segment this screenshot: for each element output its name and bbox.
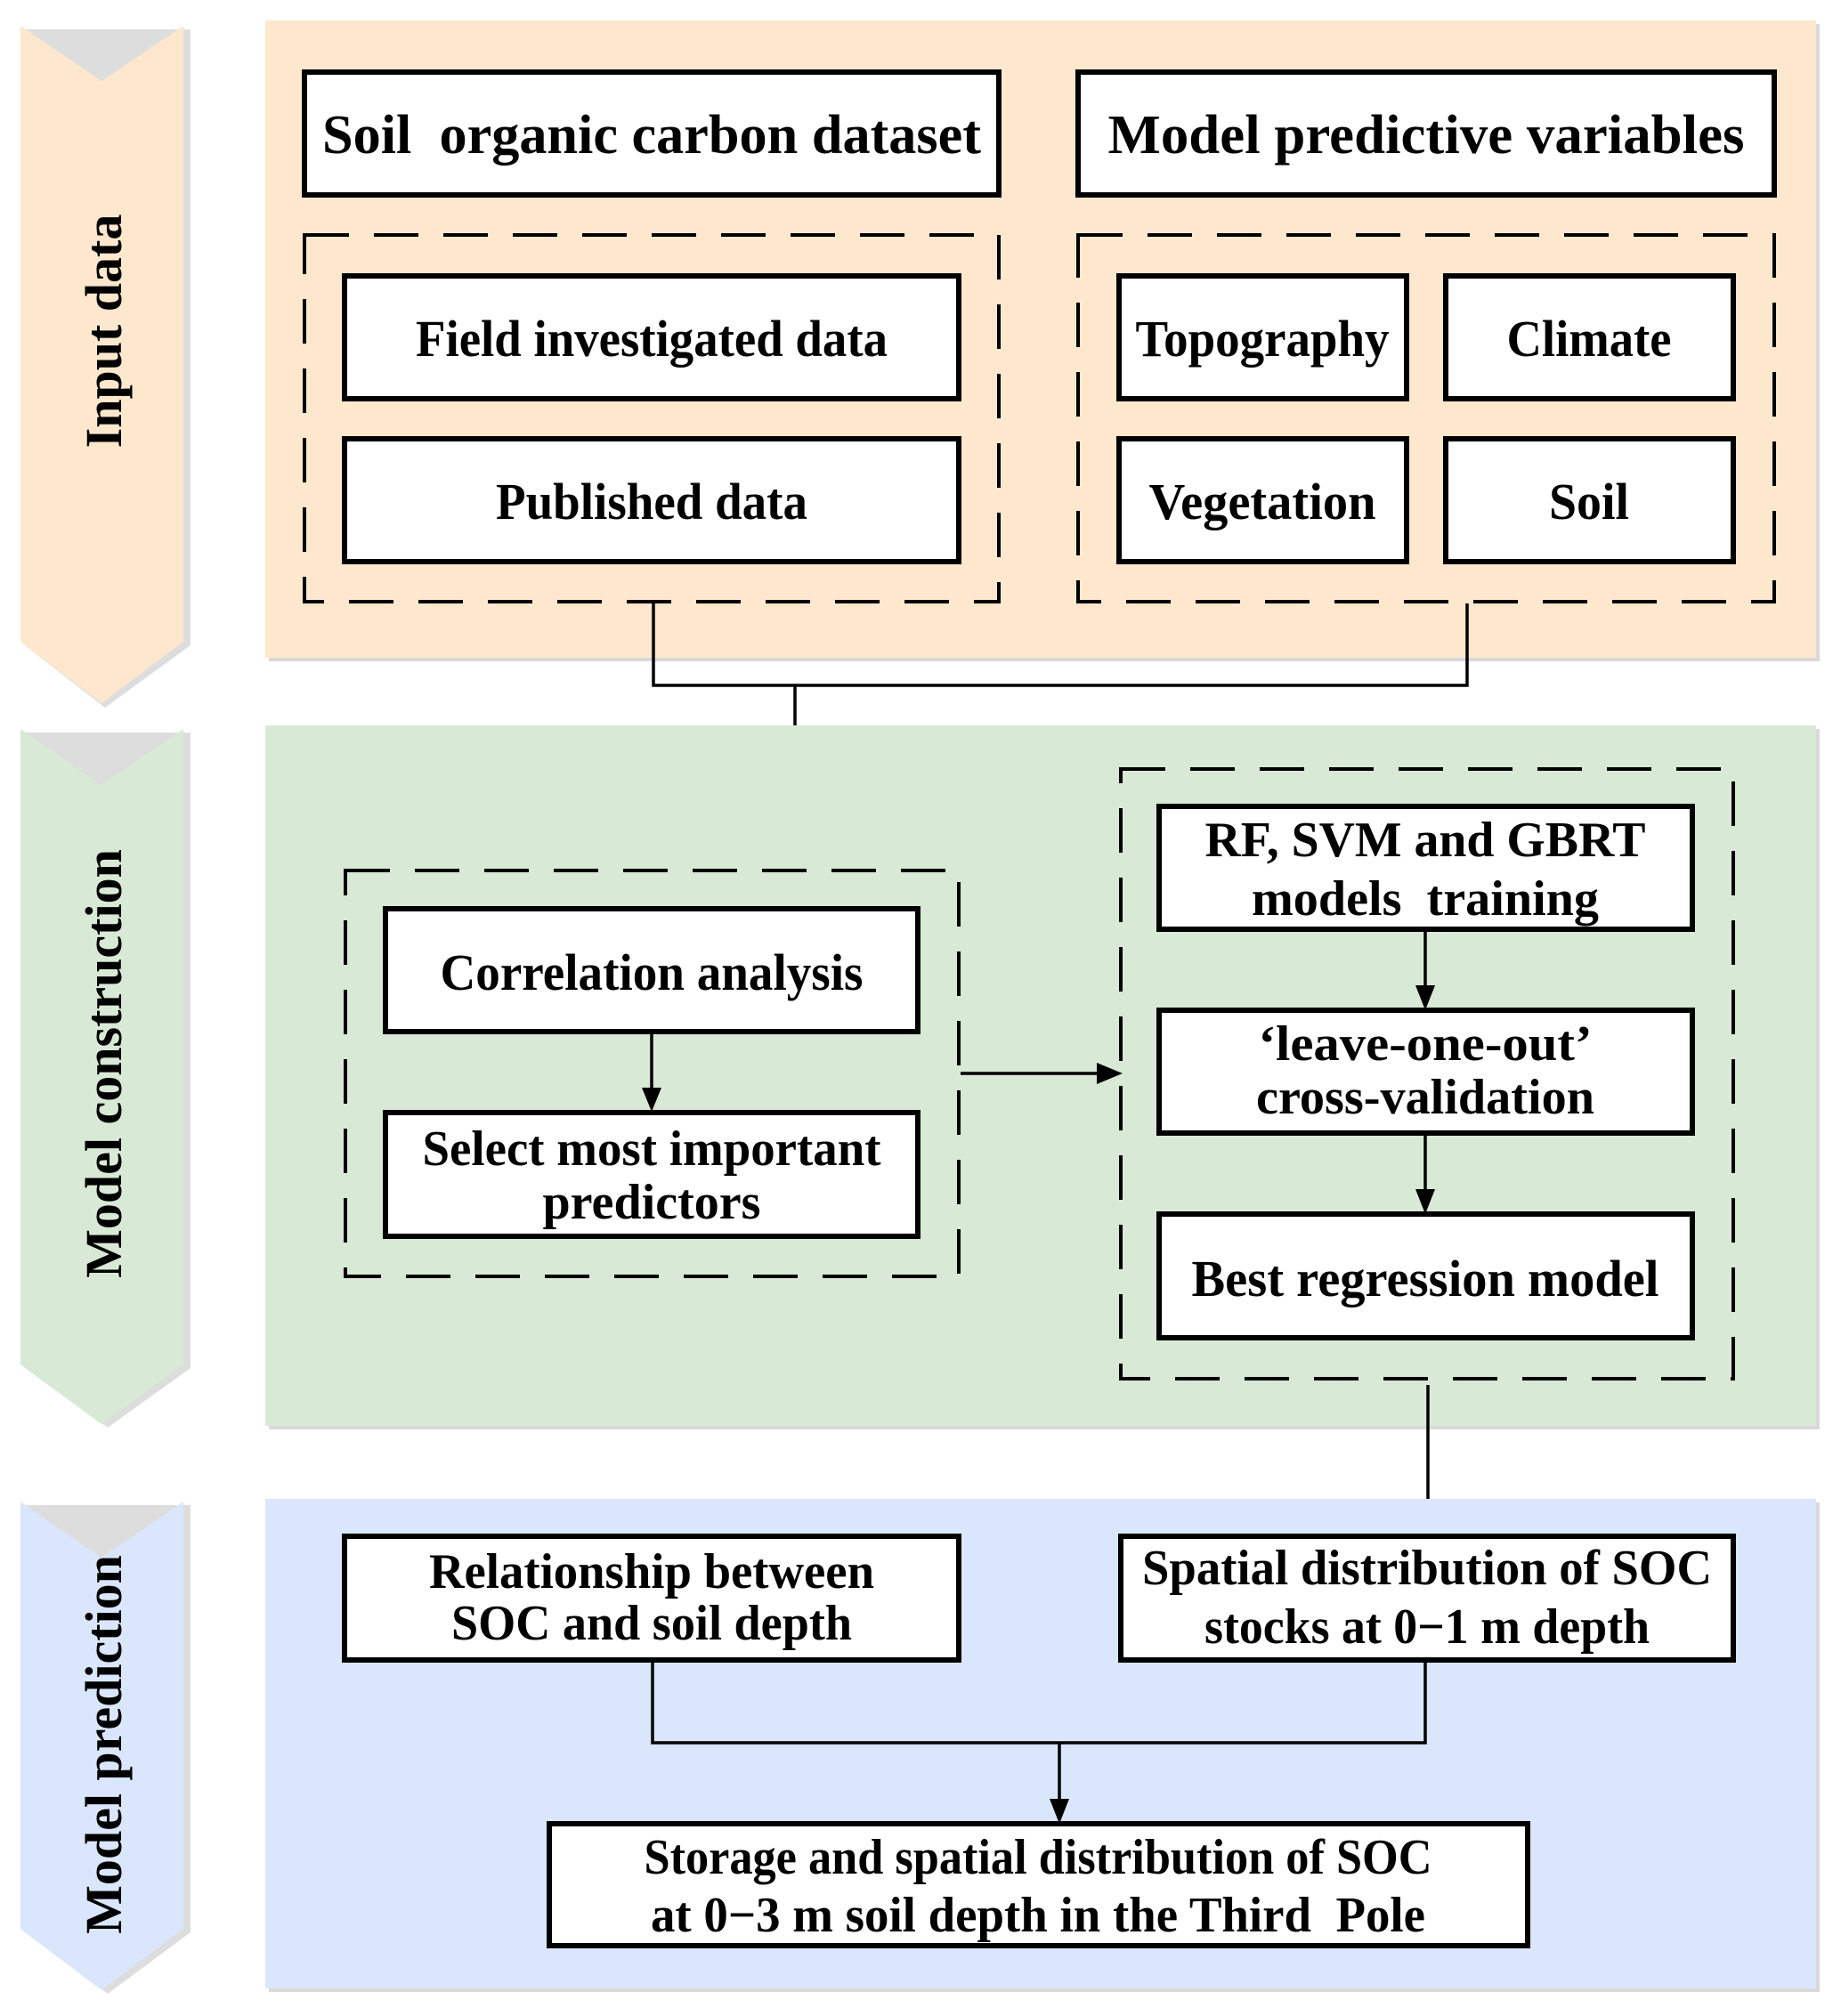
connector-to-storage (651, 1660, 1427, 1824)
stage-construction: Model construction Correlation analysis … (20, 725, 1820, 1429)
stage-arrow-construction (20, 729, 183, 1424)
arrow-selection-to-training (961, 1063, 1123, 1084)
field-data-label: Field investigated data (416, 310, 888, 368)
storage-box: Storage and spatial distribution of SOC … (547, 1821, 1530, 1948)
variable-label: Topography (1136, 310, 1390, 368)
arrowhead-icon (1415, 1189, 1435, 1214)
variable-label: Soil (1549, 473, 1629, 530)
variable-box-vegetation: Vegetation (1116, 436, 1409, 564)
model-training-group (1119, 767, 1735, 1380)
storage-line-1: Storage and spatial distribution of SOC (645, 1830, 1432, 1885)
arrowhead-icon (1050, 1799, 1069, 1824)
select-predictors-line-2: predictors (543, 1175, 761, 1230)
model-training-line-1: RF, SVM and GBRT (1205, 813, 1646, 868)
arrowhead-icon (1097, 1063, 1123, 1084)
arrow-correlation-to-select (642, 1032, 661, 1112)
best-model-label: Best regression model (1192, 1250, 1659, 1308)
soc-dataset-title: Soil organic carbon dataset (322, 105, 981, 166)
stage-label-prediction: Model prediction (75, 1555, 133, 1934)
variable-box-topography: Topography (1116, 273, 1409, 401)
variable-label: Vegetation (1149, 473, 1376, 530)
model-training-box: RF, SVM and GBRT models training (1156, 804, 1695, 932)
model-training-line-2: models training (1252, 871, 1599, 927)
feature-selection-group (344, 869, 961, 1278)
published-data-box: Published data (342, 436, 961, 564)
soc-sources-group (303, 233, 1001, 603)
arrowhead-icon (642, 1088, 661, 1112)
arrow-validation-to-best (1415, 1133, 1435, 1214)
relationship-line-1: Relationship between (429, 1544, 874, 1599)
variable-label: Climate (1507, 310, 1672, 368)
stage-arrow-prediction (20, 1502, 183, 1990)
variable-box-soil: Soil (1443, 436, 1736, 564)
stage-prediction: Model prediction Relationship between SO… (20, 1499, 1820, 1994)
cross-validation-line-1: ‘leave-one-out’ (1259, 1016, 1593, 1072)
arrow-training-to-validation (1415, 929, 1435, 1010)
predictive-variables-box: Model predictive variables (1075, 69, 1777, 198)
spatial-distribution-line-1: Spatial distribution of SOC (1142, 1541, 1712, 1596)
correlation-analysis-label: Correlation analysis (441, 943, 864, 1001)
spatial-distribution-box: Spatial distribution of SOC stocks at 0−… (1118, 1534, 1736, 1663)
field-data-box: Field investigated data (342, 273, 961, 401)
stage-arrow-input (20, 26, 183, 703)
cross-validation-line-2: cross-validation (1256, 1070, 1594, 1125)
storage-line-2: at 0−3 m soil depth in the Third Pole (651, 1888, 1425, 1943)
soc-dataset-box: Soil organic carbon dataset (302, 69, 1002, 198)
spatial-distribution-line-2: stocks at 0−1 m depth (1204, 1599, 1650, 1655)
arrowhead-icon (1415, 985, 1435, 1010)
stage-label-construction: Model construction (75, 849, 133, 1278)
relationship-line-2: SOC and soil depth (451, 1596, 852, 1651)
select-predictors-line-1: Select most important (423, 1121, 881, 1177)
stage-input: Input data Soil organic carbon dataset M… (20, 20, 1820, 708)
cross-validation-box: ‘leave-one-out’ cross-validation (1156, 1008, 1695, 1136)
stage-label-input: Input data (75, 215, 133, 449)
variables-group (1076, 233, 1776, 603)
variable-box-climate: Climate (1443, 273, 1736, 401)
predictive-variables-title: Model predictive variables (1108, 105, 1745, 166)
relationship-box: Relationship between SOC and soil depth (342, 1534, 961, 1663)
best-model-box: Best regression model (1156, 1211, 1695, 1340)
correlation-analysis-box: Correlation analysis (383, 906, 920, 1034)
published-data-label: Published data (496, 473, 807, 530)
select-predictors-box: Select most important predictors (383, 1110, 920, 1239)
